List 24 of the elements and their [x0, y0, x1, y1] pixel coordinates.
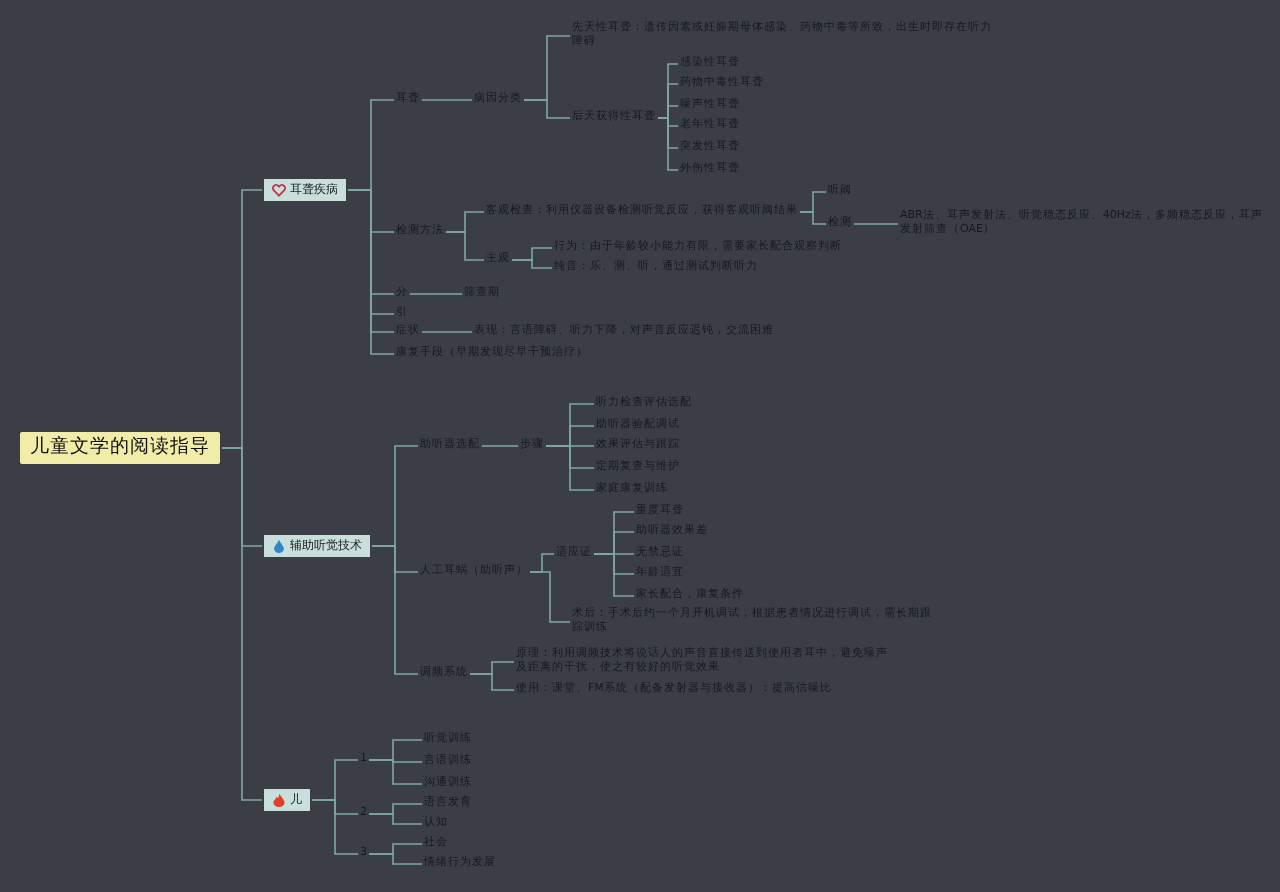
connector-line	[409, 293, 463, 295]
connector-line	[371, 545, 419, 675]
connector-line	[368, 813, 423, 825]
connector-line	[523, 99, 571, 119]
connector-line	[368, 759, 423, 785]
connector-line	[657, 117, 679, 171]
connector-line	[799, 211, 827, 225]
connector-line	[311, 799, 359, 855]
connector-line	[545, 445, 595, 491]
connector-line	[853, 223, 899, 225]
connector-line	[511, 259, 553, 269]
connector-line	[421, 99, 473, 101]
connector-line	[481, 445, 519, 447]
topic-box	[264, 789, 310, 811]
connector-line	[593, 553, 635, 597]
connector-line	[221, 447, 263, 801]
connector-line	[368, 853, 423, 865]
connector-line	[529, 571, 571, 623]
connector-line	[469, 673, 515, 691]
connector-line	[445, 231, 485, 261]
connector-line	[421, 331, 473, 333]
topic-box	[264, 179, 346, 201]
topic-box	[264, 535, 370, 557]
root-topic-box: 儿童文学的阅读指导	[20, 432, 220, 464]
